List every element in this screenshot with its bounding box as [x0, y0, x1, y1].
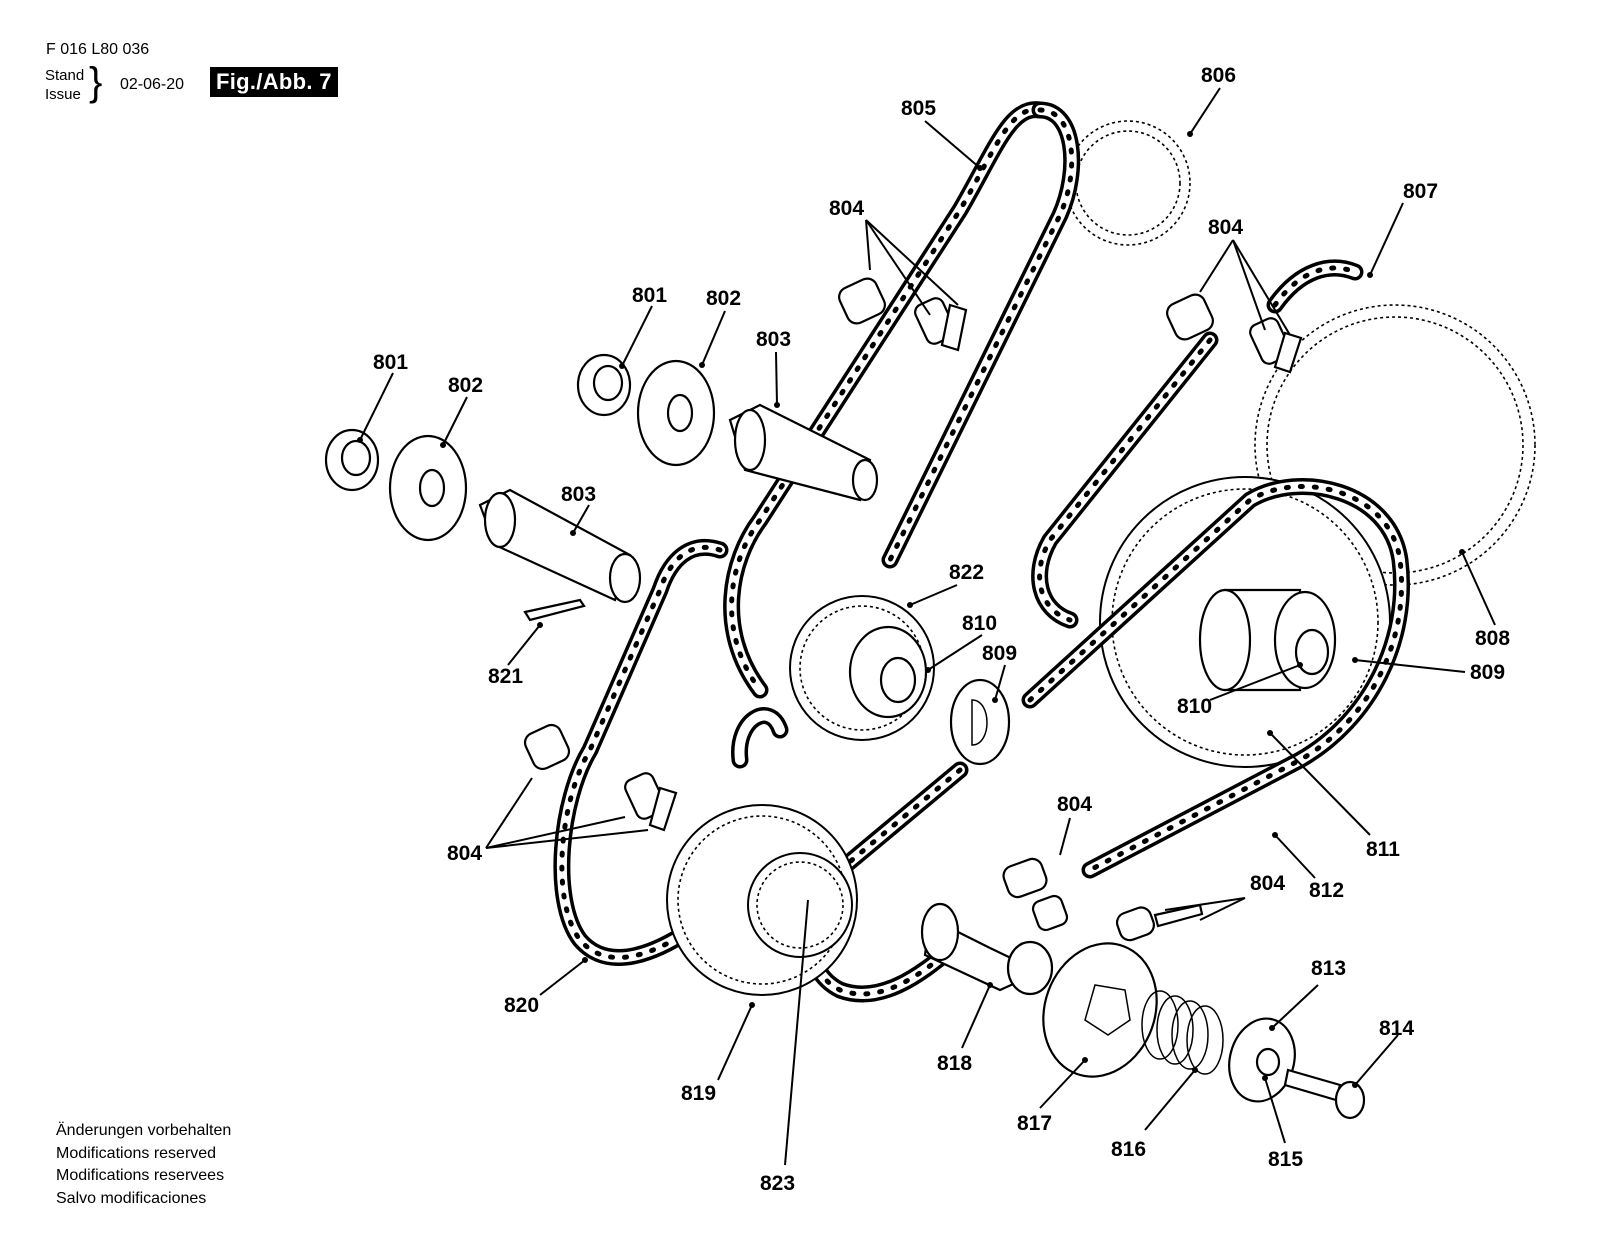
callout-803: 803 [561, 483, 596, 506]
callout-801: 801 [632, 284, 667, 307]
callout-806: 806 [1201, 64, 1236, 87]
washer-802b [636, 359, 716, 467]
callout-802: 802 [448, 374, 483, 397]
callout-803: 803 [756, 328, 791, 351]
callout-815: 815 [1268, 1148, 1303, 1171]
washer-809a [949, 678, 1011, 766]
callout-801: 801 [373, 351, 408, 374]
connecting-link-804c [523, 723, 678, 832]
sprocket-806 [1065, 120, 1191, 246]
issue-date: 02-06-20 [120, 76, 185, 93]
nut-801b [576, 353, 632, 417]
callout-808: 808 [1475, 627, 1510, 650]
nut-801a [324, 428, 380, 492]
chain-812 [1021, 478, 1410, 879]
callout-labels: 801 802 803 801 802 803 804 805 806 807 … [373, 64, 1510, 1195]
callout-819: 819 [681, 1082, 716, 1105]
callout-813: 813 [1311, 957, 1346, 980]
connecting-link-804d [1002, 857, 1069, 932]
figure-badge: Fig./Abb. 7 [210, 67, 338, 97]
callout-818: 818 [937, 1052, 972, 1075]
spring-816 [1141, 990, 1224, 1075]
notice-line-es: Salvo modificaciones [56, 1189, 207, 1207]
callout-807: 807 [1403, 180, 1438, 203]
callout-804: 804 [1057, 793, 1092, 816]
connecting-link-804a [838, 277, 968, 352]
spindle-818 [920, 902, 1054, 996]
callout-823: 823 [760, 1172, 795, 1195]
callout-816: 816 [1111, 1138, 1146, 1161]
issue-label: Issue [45, 86, 81, 103]
callout-804: 804 [447, 842, 482, 865]
callout-809: 809 [1470, 661, 1505, 684]
callout-814: 814 [1379, 1017, 1414, 1040]
callout-802: 802 [706, 287, 741, 310]
stand-label: Stand [45, 67, 85, 84]
washer-809a-hole [971, 699, 988, 746]
sprocket-822 [789, 595, 935, 741]
leader-lines [359, 87, 1496, 1166]
document-number: F 016 L80 036 [46, 41, 150, 58]
connecting-link-804b [1166, 293, 1303, 374]
chain-820 [553, 538, 729, 966]
leader-dots [357, 131, 1465, 1088]
cup-washer-815 [1228, 1017, 1296, 1103]
notice-line-en: Modifications reserved [56, 1144, 217, 1162]
callout-822: 822 [949, 561, 984, 584]
chain-807 [1031, 259, 1364, 629]
modifications-notice: Änderungen vorbehalten Modifications res… [56, 1120, 231, 1210]
callout-804: 804 [1250, 872, 1285, 895]
callout-817: 817 [1017, 1112, 1052, 1135]
sprocket-819 [666, 804, 858, 996]
callout-810: 810 [962, 612, 997, 635]
callout-805: 805 [901, 97, 936, 120]
callout-810: 810 [1177, 695, 1212, 718]
callout-804: 804 [1208, 216, 1243, 239]
callout-804: 804 [829, 197, 864, 220]
bolt-814 [1283, 1068, 1366, 1120]
brace-glyph: } [89, 60, 103, 104]
callout-820: 820 [504, 994, 539, 1017]
cotter-pin-821 [523, 598, 586, 622]
callout-809: 809 [982, 642, 1017, 665]
notice-line-fr: Modifications reservees [56, 1167, 225, 1184]
chain-805 [723, 101, 1081, 699]
shaft-803b [728, 403, 879, 502]
callout-821: 821 [488, 665, 523, 688]
shaft-803a [478, 488, 642, 604]
washer-802a [388, 434, 468, 542]
disc-817 [1042, 942, 1158, 1078]
callout-811: 811 [1366, 838, 1400, 861]
connecting-link-804e [1115, 903, 1204, 942]
callout-812: 812 [1309, 879, 1344, 902]
notice-line-de: Änderungen vorbehalten [56, 1122, 232, 1139]
hub-810 [1198, 588, 1337, 692]
